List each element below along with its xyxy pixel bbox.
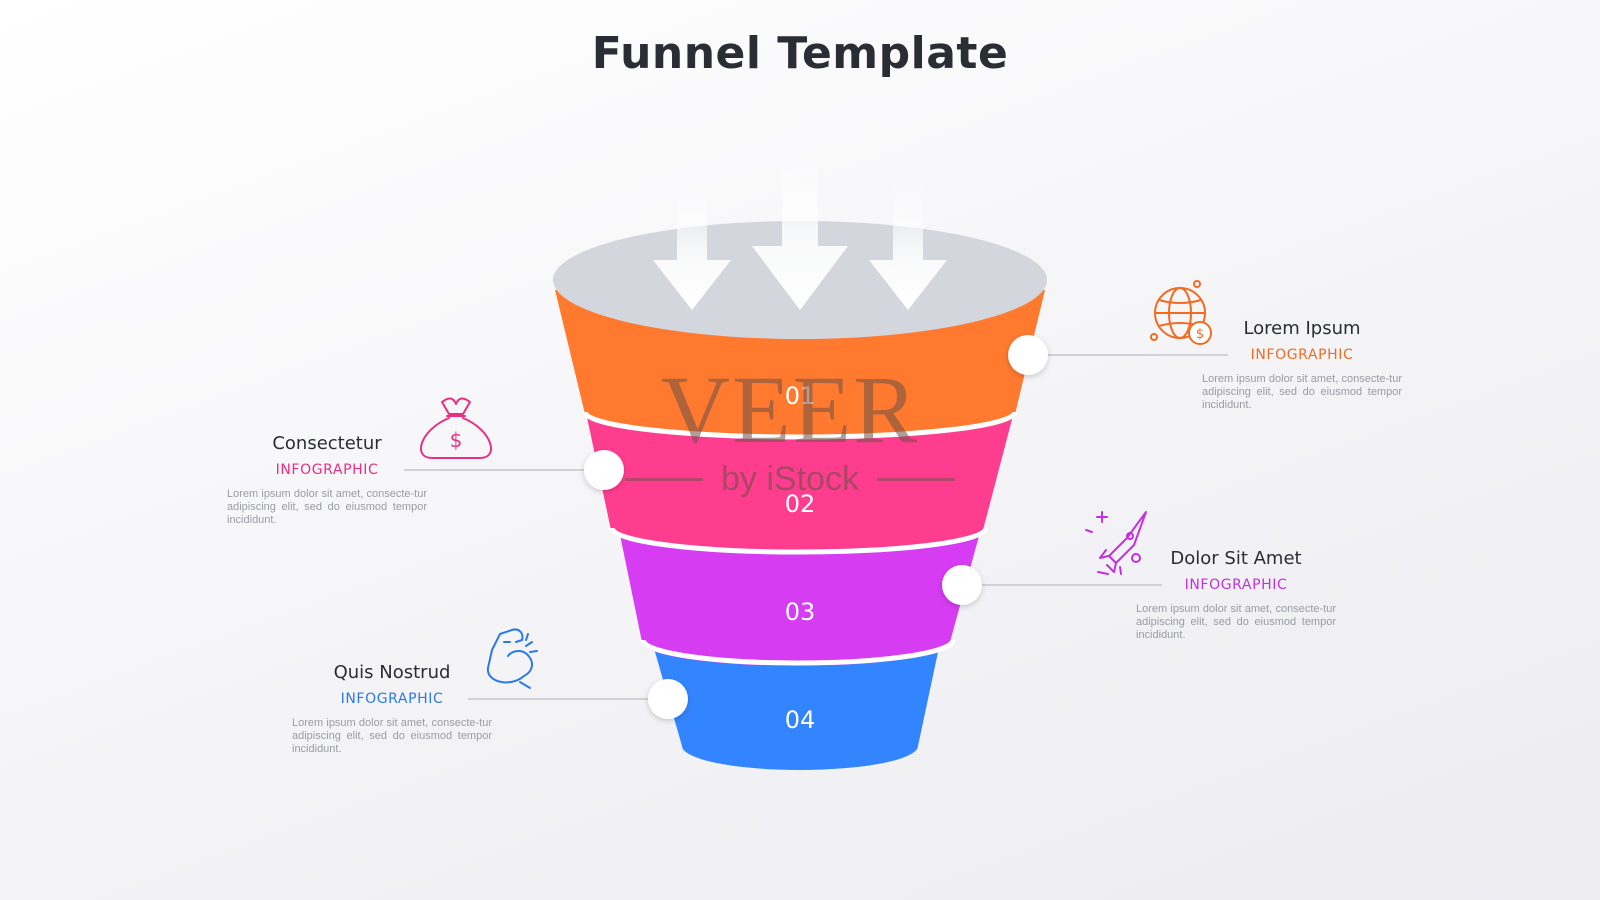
item-desc-3: Lorem ipsum dolor sit amet, consecte-tur…: [1136, 603, 1336, 641]
page-title: Funnel Template: [591, 28, 1009, 79]
funnel-stage-2: [585, 408, 1015, 554]
stage-number-1: 01: [785, 382, 816, 410]
item-desc-4: Lorem ipsum dolor sit amet, consecte-tur…: [292, 717, 492, 755]
funnel-stage-3: [618, 525, 982, 666]
arrow-right: [869, 178, 947, 310]
stage-number-4: 04: [785, 706, 816, 734]
stage-number-2: 02: [785, 490, 816, 518]
funnel-stage-4: [651, 638, 941, 770]
item-sub-4: INFOGRAPHIC: [340, 691, 444, 707]
rocket-icon: [1085, 511, 1147, 575]
item-heading-2: Consectetur: [272, 433, 382, 454]
stage-number-3: 03: [785, 598, 816, 626]
stage-separator-1: [582, 411, 1018, 440]
svg-text:$: $: [450, 428, 463, 452]
item-desc-1: Lorem ipsum dolor sit amet, consecte-tur…: [1202, 373, 1402, 411]
item-sub-3: INFOGRAPHIC: [1184, 577, 1288, 593]
arrow-center: [752, 142, 848, 310]
stage-separator-2: [609, 527, 989, 555]
item-desc-2: Lorem ipsum dolor sit amet, consecte-tur…: [227, 488, 427, 526]
connector-dot-4: [648, 679, 688, 719]
info-item-4: Quis Nostrud INFOGRAPHIC Lorem ipsum dol…: [292, 662, 492, 756]
money-bag-icon: $: [420, 397, 492, 459]
globe-dollar-icon: $: [1150, 280, 1212, 345]
connector-dot-3: [942, 565, 982, 605]
stage-separator-3: [640, 639, 956, 666]
connector-dot-2: [584, 450, 624, 490]
info-item-3: Dolor Sit Amet INFOGRAPHIC Lorem ipsum d…: [1136, 548, 1336, 642]
item-sub-2: INFOGRAPHIC: [275, 462, 379, 478]
arrow-left: [653, 178, 731, 310]
item-heading-1: Lorem Ipsum: [1243, 318, 1361, 339]
connector-dot-1: [1008, 335, 1048, 375]
svg-text:$: $: [1196, 327, 1204, 342]
item-heading-3: Dolor Sit Amet: [1170, 548, 1302, 569]
info-item-1: Lorem Ipsum INFOGRAPHIC Lorem ipsum dolo…: [1202, 318, 1402, 412]
falling-arrows: [653, 142, 947, 310]
item-heading-4: Quis Nostrud: [333, 662, 451, 683]
flexed-arm-icon: [486, 628, 538, 689]
item-sub-1: INFOGRAPHIC: [1250, 347, 1354, 363]
info-item-2: Consectetur INFOGRAPHIC Lorem ipsum dolo…: [227, 433, 427, 527]
